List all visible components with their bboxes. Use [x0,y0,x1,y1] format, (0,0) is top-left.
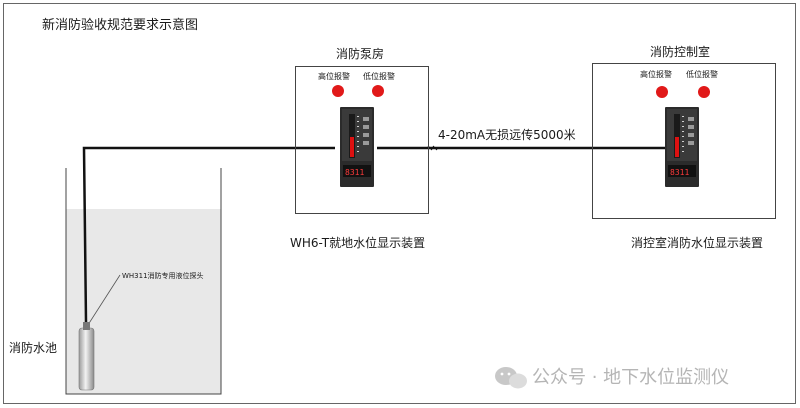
diagram-title: 新消防验收规范要求示意图 [42,17,198,33]
pump-room-box [295,66,429,214]
pump-low-alarm-label: 低位报警 [363,71,395,81]
pump-room-title: 消防泵房 [336,46,384,61]
pump-level-display-device: 8311 [340,107,374,187]
control-level-display-device: 8311 [665,107,699,187]
control-high-alarm-label: 高位报警 [640,69,672,79]
control-room-box [592,63,776,219]
outer-frame [3,3,796,404]
pump-high-alarm-label: 高位报警 [318,71,350,81]
wechat-watermark: 公众号 · 地下水位监测仪 [495,367,729,389]
probe-cap [83,322,90,330]
control-low-alarm-lamp [698,86,710,98]
pump-caption: WH6-T就地水位显示装置 [290,235,425,250]
control-room-title: 消防控制室 [650,44,710,59]
pool-tank [65,168,222,395]
control-device-readout: 8311 [670,168,689,177]
level-probe [78,327,95,391]
control-caption: 消控室消防水位显示装置 [631,235,763,250]
link-label: 4-20mA无损远传5000米 [438,127,576,142]
wechat-icon [495,367,527,389]
control-low-alarm-label: 低位报警 [686,69,718,79]
control-high-alarm-lamp [656,86,668,98]
pool-label: 消防水池 [9,340,57,355]
pump-low-alarm-lamp [372,85,384,97]
probe-leader-line [85,274,121,329]
signal-cable-pool [82,146,335,323]
pump-high-alarm-lamp [332,85,344,97]
watermark-text: 公众号 · 地下水位监测仪 [532,367,729,388]
probe-label: WH311消防专用液位探头 [122,271,204,280]
pump-device-readout: 8311 [345,168,364,177]
